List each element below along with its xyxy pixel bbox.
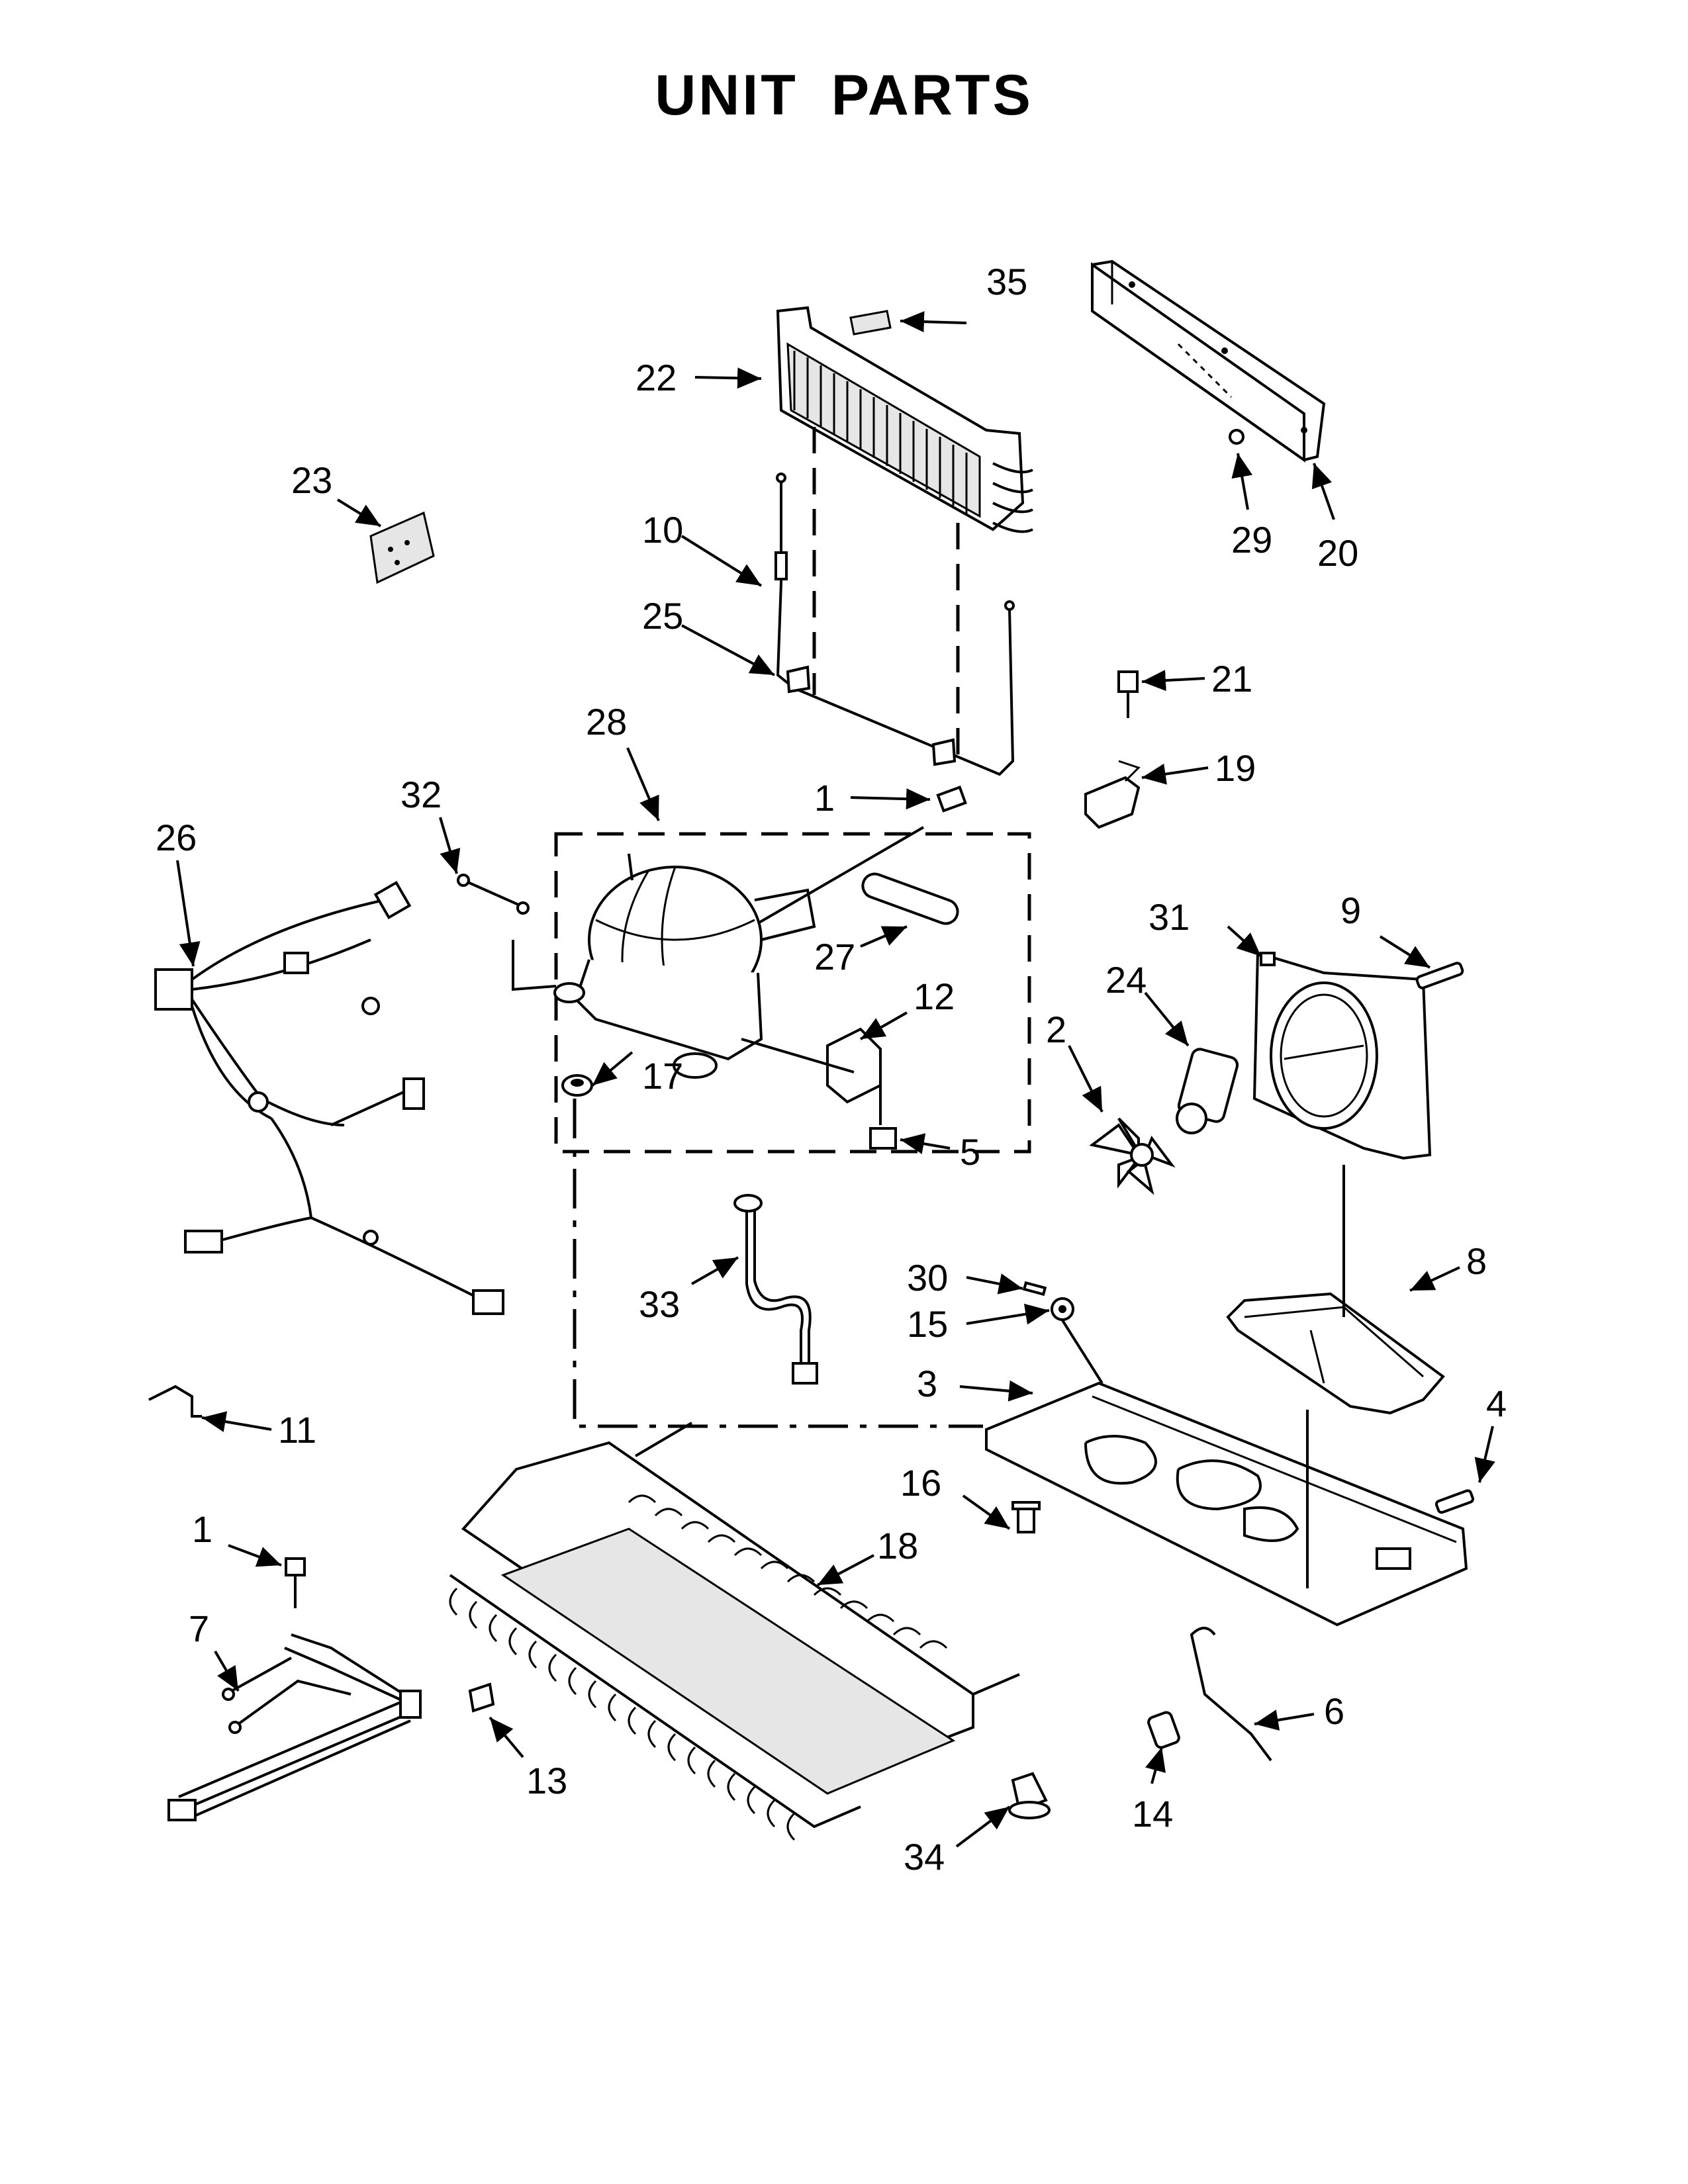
part-25-heater-tube[interactable]	[776, 582, 1015, 776]
part-16-screw[interactable]	[1011, 1501, 1041, 1533]
connection-line	[741, 1038, 882, 1125]
callout-1-lower: 1	[192, 1508, 212, 1550]
part-10-heater[interactable]	[774, 473, 788, 582]
part-14-cap[interactable]	[1147, 1711, 1180, 1749]
callout-33: 33	[639, 1283, 680, 1325]
part-35-label[interactable]	[849, 310, 892, 336]
connection-line	[512, 940, 557, 991]
callout-8: 8	[1466, 1240, 1487, 1282]
callout-30: 30	[907, 1257, 948, 1298]
callout-17: 17	[642, 1055, 683, 1097]
part-1-screw-upper[interactable]	[936, 786, 967, 813]
part-2-fan-blade[interactable]	[1089, 1117, 1176, 1195]
callout-32: 32	[400, 774, 442, 815]
part-13-clip[interactable]	[468, 1682, 495, 1713]
part-21-screw[interactable]	[1117, 670, 1139, 718]
part-31-shroud[interactable]	[1252, 951, 1432, 1160]
callout-22: 22	[635, 357, 677, 398]
callout-26: 26	[156, 817, 197, 858]
part-17-grommet[interactable]	[561, 1074, 593, 1097]
callout-18: 18	[877, 1525, 918, 1567]
part-4-screw[interactable]	[1434, 1489, 1474, 1514]
callout-6: 6	[1324, 1690, 1344, 1732]
callout-35: 35	[986, 261, 1027, 302]
part-28-compressor[interactable]	[553, 853, 816, 1079]
part-33-drain-tube[interactable]	[733, 1194, 818, 1385]
callout-4: 4	[1486, 1383, 1507, 1424]
page-title: UNIT PARTS	[655, 64, 1033, 127]
part-28-compressor-assembly-box	[554, 832, 1031, 1154]
part-20-cover[interactable]	[1091, 259, 1326, 463]
callout-10: 10	[642, 509, 683, 551]
callout-23: 23	[291, 459, 332, 501]
part-34-clip[interactable]	[1008, 1772, 1051, 1819]
callout-labels: 35 22 23 10 25 29 20 21 19 28 32 26 1 27…	[156, 261, 1507, 1878]
callout-3: 3	[917, 1363, 937, 1404]
part-11-clip[interactable]	[148, 1385, 202, 1418]
connection-line	[757, 826, 925, 925]
callout-20: 20	[1317, 532, 1358, 574]
part-23-board[interactable]	[369, 511, 435, 584]
part-32-strap[interactable]	[457, 874, 530, 915]
callout-14: 14	[1132, 1793, 1173, 1835]
part-1-screw-lower[interactable]	[285, 1557, 306, 1608]
callout-21: 21	[1211, 658, 1252, 700]
callout-leaders	[176, 311, 1495, 1848]
callout-29: 29	[1231, 519, 1272, 561]
callout-34: 34	[904, 1836, 945, 1878]
callout-1-upper: 1	[814, 777, 835, 819]
part-29-screw[interactable]	[1229, 429, 1244, 445]
callout-16: 16	[900, 1462, 941, 1504]
part-18-condenser[interactable]	[449, 1422, 1020, 1841]
part-22-evaporator[interactable]	[776, 306, 1033, 533]
callout-24: 24	[1105, 959, 1147, 1001]
callout-25: 25	[642, 595, 683, 637]
callout-2: 2	[1046, 1009, 1066, 1050]
callout-15: 15	[907, 1303, 948, 1345]
part-24-fan-motor[interactable]	[1176, 1048, 1239, 1134]
part-6-tube[interactable]	[1190, 1627, 1272, 1762]
callout-27: 27	[814, 936, 855, 978]
callout-11: 11	[278, 1409, 316, 1451]
callout-9: 9	[1340, 889, 1361, 931]
callout-28: 28	[586, 701, 627, 743]
callout-31: 31	[1149, 896, 1190, 938]
alignment-line	[573, 1099, 983, 1428]
part-27-drier[interactable]	[859, 870, 961, 927]
part-15-grommet[interactable]	[1051, 1297, 1074, 1321]
part-3-base-plate[interactable]	[985, 1381, 1468, 1627]
part-26-wire-harness[interactable]	[154, 880, 504, 1315]
callout-7: 7	[189, 1608, 209, 1649]
part-7-wire-harness[interactable]	[167, 1633, 422, 1821]
part-19-bracket[interactable]	[1084, 760, 1141, 829]
callout-5: 5	[960, 1131, 980, 1173]
callout-12: 12	[914, 976, 955, 1017]
callout-19: 19	[1215, 747, 1256, 789]
part-8-bracket[interactable]	[1226, 1292, 1445, 1415]
callout-13: 13	[526, 1760, 567, 1801]
part-30-pin[interactable]	[1022, 1281, 1047, 1297]
alignment-line	[1061, 1319, 1103, 1385]
part-5-overload[interactable]	[869, 1127, 897, 1150]
part-9-screw[interactable]	[1415, 962, 1464, 989]
